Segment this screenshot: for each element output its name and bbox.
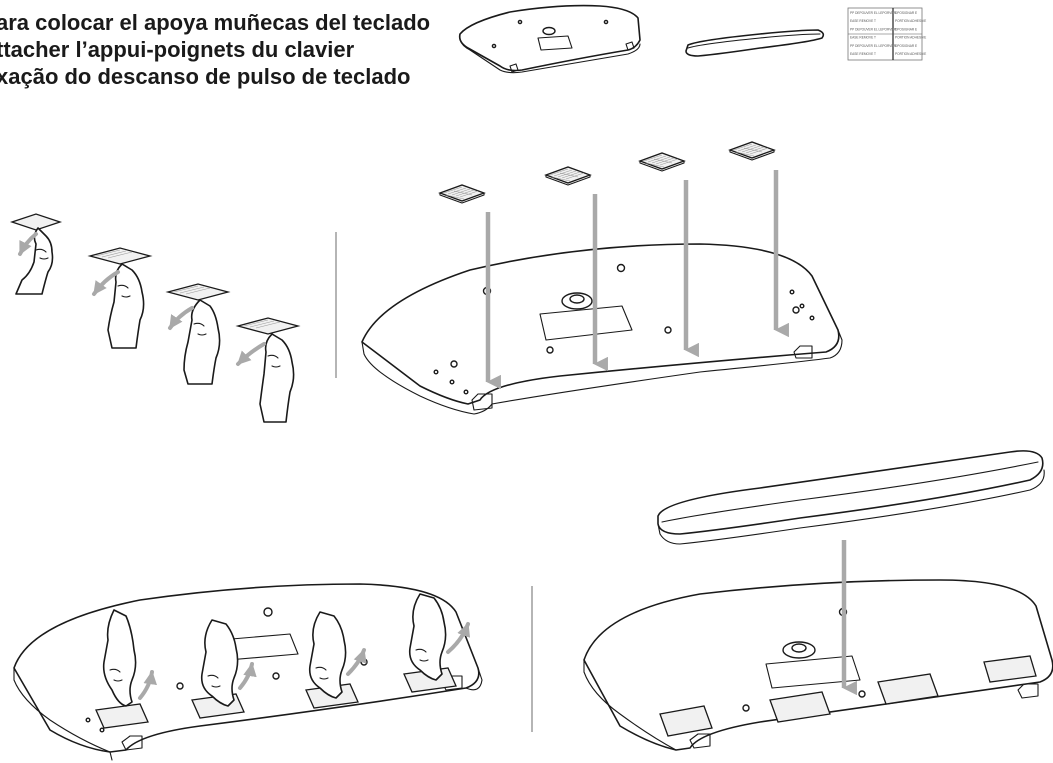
title-french: ttacher l’appui-poignets du clavier <box>0 37 355 62</box>
step-peel-backing-illustration <box>13 583 483 761</box>
sheet-text-2-0: PP DEPOUVER EL LEPORVDR <box>850 27 897 31</box>
instruction-titles: ara colocar el apoya muñecas del teclado… <box>0 0 440 110</box>
sheet-text-1-0: EASE REMOVE T <box>850 19 876 23</box>
sheet-text-0-1: DPOSIGNAR E <box>895 11 917 15</box>
step-attach-wrist-rest-illustration <box>583 450 1053 751</box>
sheet-text-0-0: PP DEPOUVER EL LEPORVDR <box>850 11 897 15</box>
step-peel-pads-illustration <box>9 213 301 423</box>
title-spanish: ara colocar el apoya muñecas del teclado <box>0 10 431 35</box>
sheet-text-5-0: EASE REMOVE T <box>850 52 876 56</box>
parts-keyboard-base-thumbnail <box>458 4 641 74</box>
step-place-pads-illustration <box>361 141 843 415</box>
sheet-text-5-1: PORTION ADHESIVE <box>895 52 926 56</box>
sheet-text-2-1: DPOSIGNAR E <box>895 27 917 31</box>
sheet-text-4-1: DPOSIGNAR E <box>895 44 917 48</box>
sheet-text-3-1: PORTION ADHESIVE <box>895 36 926 40</box>
parts-wrist-rest-thumbnail <box>685 29 825 57</box>
sheet-text-3-0: EASE REMOVE T <box>850 36 876 40</box>
sheet-text-1-1: PORTION ADHESIVE <box>895 19 926 23</box>
title-portuguese: xação do descanso de pulso de teclado <box>0 64 411 89</box>
sheet-text-4-0: PP DEPOUVER EL LEPORVDR <box>850 44 897 48</box>
